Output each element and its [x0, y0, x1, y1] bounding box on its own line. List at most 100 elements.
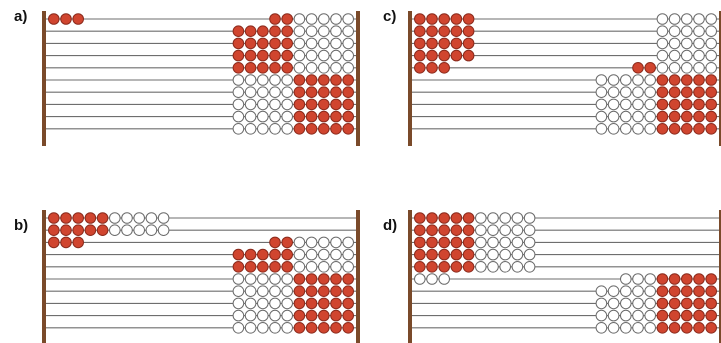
red-bead: [414, 212, 426, 224]
white-bead: [318, 49, 330, 62]
red-bead: [668, 86, 681, 98]
red-bead: [414, 62, 426, 74]
white-bead: [620, 322, 632, 334]
red-bead: [705, 309, 718, 322]
red-bead: [305, 86, 318, 98]
white-bead: [330, 13, 342, 25]
white-bead: [607, 110, 620, 123]
panel-label-c: c): [383, 8, 397, 25]
white-bead: [668, 13, 681, 25]
white-bead: [705, 62, 718, 74]
white-bead: [342, 25, 355, 38]
red-bead: [668, 309, 681, 322]
red-bead: [426, 37, 438, 50]
white-bead: [305, 248, 318, 261]
white-bead: [232, 110, 245, 123]
white-bead: [257, 86, 269, 98]
red-bead: [330, 74, 342, 86]
red-bead: [462, 212, 475, 224]
red-bead: [232, 261, 245, 273]
red-bead: [438, 37, 451, 50]
red-bead: [318, 123, 330, 135]
white-bead: [281, 309, 294, 322]
white-bead: [257, 273, 269, 285]
white-bead: [281, 285, 294, 298]
white-bead: [668, 62, 681, 74]
red-bead: [269, 37, 281, 50]
red-bead: [681, 273, 693, 285]
red-bead: [693, 86, 705, 98]
red-bead: [318, 110, 330, 123]
white-bead: [293, 49, 306, 62]
white-bead: [656, 37, 669, 50]
red-bead: [232, 62, 245, 74]
white-bead: [269, 98, 281, 111]
red-bead: [305, 309, 318, 322]
white-bead: [620, 309, 632, 322]
white-bead: [632, 123, 644, 135]
red-bead: [72, 236, 84, 249]
red-bead: [293, 86, 306, 98]
white-bead: [281, 74, 294, 86]
red-bead: [681, 110, 693, 123]
red-bead: [656, 309, 669, 322]
red-bead: [330, 285, 342, 298]
red-bead: [269, 49, 281, 62]
red-bead: [705, 98, 718, 111]
white-bead: [620, 273, 632, 285]
red-bead: [257, 62, 269, 74]
white-bead: [244, 123, 257, 135]
abacus-frame-right: [356, 11, 360, 146]
panel-label-a: a): [14, 8, 28, 25]
red-bead: [318, 74, 330, 86]
red-bead: [342, 123, 355, 135]
white-bead: [644, 273, 657, 285]
abacus-frame-right: [719, 210, 721, 343]
red-bead: [693, 273, 705, 285]
red-bead: [450, 37, 463, 50]
red-bead: [342, 98, 355, 111]
red-bead: [293, 322, 306, 334]
white-bead: [487, 236, 499, 249]
red-bead: [426, 248, 438, 261]
red-bead: [318, 309, 330, 322]
red-bead: [60, 13, 72, 25]
red-bead: [342, 273, 355, 285]
white-bead: [607, 74, 620, 86]
white-bead: [487, 224, 499, 236]
red-bead: [330, 273, 342, 285]
white-bead: [133, 224, 145, 236]
white-bead: [232, 285, 245, 298]
white-bead: [342, 37, 355, 50]
red-bead: [281, 248, 294, 261]
white-bead: [632, 297, 644, 310]
white-bead: [523, 248, 536, 261]
red-bead: [342, 285, 355, 298]
white-bead: [305, 37, 318, 50]
white-bead: [281, 110, 294, 123]
red-bead: [342, 86, 355, 98]
red-bead: [656, 74, 669, 86]
white-bead: [644, 297, 657, 310]
red-bead: [305, 285, 318, 298]
white-bead: [305, 13, 318, 25]
red-bead: [426, 49, 438, 62]
white-bead: [693, 49, 705, 62]
red-bead: [668, 273, 681, 285]
red-bead: [414, 25, 426, 38]
red-bead: [342, 309, 355, 322]
white-bead: [693, 25, 705, 38]
white-bead: [681, 13, 693, 25]
white-bead: [145, 224, 158, 236]
white-bead: [523, 224, 536, 236]
white-bead: [668, 49, 681, 62]
white-bead: [232, 74, 245, 86]
white-bead: [342, 62, 355, 74]
red-bead: [462, 224, 475, 236]
panel-label-b: b): [14, 217, 29, 234]
white-bead: [281, 123, 294, 135]
red-bead: [281, 261, 294, 273]
red-bead: [438, 236, 451, 249]
white-bead: [269, 86, 281, 98]
white-bead: [342, 236, 355, 249]
